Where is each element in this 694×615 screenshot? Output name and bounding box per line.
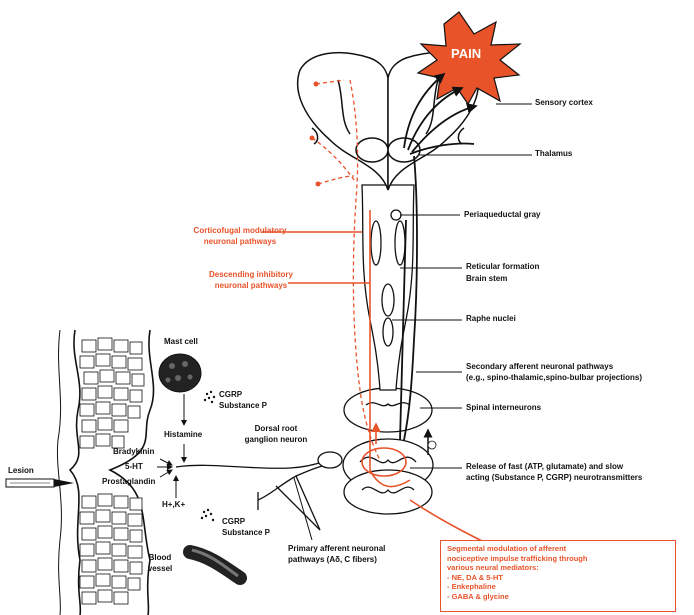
histamine-label: Histamine [164,430,202,440]
drg-label-2: ganglion neuron [236,435,316,445]
granules-top [204,391,215,403]
spinal-cord [343,388,433,514]
reticular-formation-label: Reticular formation [466,262,539,272]
lesion-needle [6,479,74,487]
prostaglandin-label: Prostaglandin [102,477,155,487]
segmental-item-1: - NE, DA & 5-HT [447,573,669,583]
mast-cell [159,354,201,392]
segmental-line-1: Segmental modulation of afferent [447,544,669,554]
cgrp-top-label: CGRP [219,390,242,400]
thalamus-label: Thalamus [535,149,572,159]
brain-stem-label: Brain stem [466,274,507,284]
blood-vessel-label-1: Blood [140,553,180,563]
periaqueductal-gray-label: Periaqueductal gray [464,210,540,220]
secondary-afferent-label-2: (e.g., spino-thalamic,spino-bulbar proje… [466,373,642,383]
sensory-cortex-label: Sensory cortex [535,98,593,108]
cortex-node-3 [316,182,321,187]
primary-afferent-label-1: Primary afferent neuronal [288,544,385,554]
raphe-nuclei-label: Raphe nuclei [466,314,516,324]
segmental-line-2: nociceptive impulse trafficking through [447,554,669,564]
segmental-item-3: - GABA & glycine [447,592,669,602]
mast-cell-label: Mast cell [164,337,198,347]
segmental-line-3: various neural mediators: [447,563,669,573]
descending-label-1: Descending inhibitory [196,270,306,280]
blood-vessel [190,550,240,578]
segmental-item-2: - Enkephaline [447,582,669,592]
cortex-node-2 [310,136,315,141]
lesion-label: Lesion [8,466,34,476]
segmental-modulation-box: Segmental modulation of afferent nocicep… [440,540,676,612]
secondary-afferent-label-1: Secondary afferent neuronal pathways [466,362,613,372]
substance-p-bottom-label: Substance P [222,528,270,538]
substance-p-top-label: Substance P [219,401,267,411]
spinal-interneurons-label: Spinal interneurons [466,403,541,413]
drg-body [318,452,342,468]
blood-vessel-label-2: vessel [140,564,180,574]
release-label-1: Release of fast (ATP, glutamate) and slo… [466,462,623,472]
ions-label: H+,K+ [162,500,185,510]
primary-afferent-fibers [176,460,336,530]
granules-bottom [201,509,214,521]
cgrp-bottom-label: CGRP [222,517,245,527]
pain-label: PAIN [451,46,481,61]
cortex-node-1 [314,82,319,87]
serotonin-label: 5-HT [125,462,143,472]
release-label-2: acting (Substance P, CGRP) neurotransmit… [466,473,642,483]
corticofugal-label-2: neuronal pathways [180,237,300,247]
descending-label-2: neuronal pathways [196,281,306,291]
corticofugal-label-1: Corticofugal modulatory [180,226,300,236]
drg-label-1: Dorsal root [236,424,316,434]
primary-afferent-label-2: pathways (Aδ, C fibers) [288,555,377,565]
bradykinin-label: Bradykinin [113,447,154,457]
